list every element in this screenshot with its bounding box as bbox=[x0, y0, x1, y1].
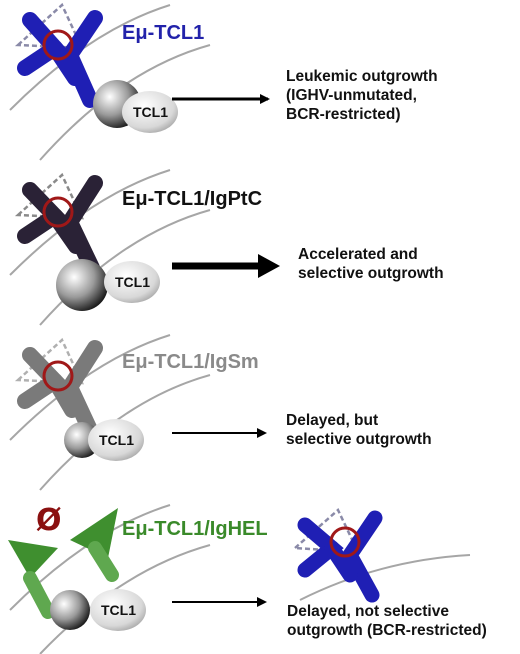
cell-membrane-inner bbox=[39, 544, 211, 654]
outcome-text: Leukemic outgrowth (IGHV-unmutated, BCR-… bbox=[286, 68, 442, 123]
binding-site-circle bbox=[329, 526, 361, 558]
outcome-text: Delayed, not selective outgrowth (BCR-re… bbox=[287, 603, 487, 639]
panel-title: Eμ-TCL1/IgSm bbox=[122, 351, 259, 373]
bcr-receptor bbox=[17, 10, 103, 108]
outcome-text: Delayed, but selective outgrowth bbox=[286, 412, 432, 448]
binding-site-circle bbox=[42, 360, 74, 392]
binding-site-circle bbox=[42, 196, 74, 228]
panel-1: TCL1 Eμ-TCL1 Leukemic outgrowth (IGHV-un… bbox=[9, 2, 442, 161]
tcl1-oval bbox=[88, 419, 144, 461]
panel-title: Eμ-TCL1/IgPtC bbox=[122, 188, 262, 210]
outcome-arrowhead bbox=[258, 254, 280, 278]
tcl1-label: TCL1 bbox=[115, 274, 150, 290]
tcl1-label: TCL1 bbox=[99, 432, 134, 448]
panel-title: Eμ-TCL1/IgHEL bbox=[122, 518, 268, 540]
hel-receptor-right bbox=[70, 508, 119, 582]
panel-title: Eμ-TCL1 bbox=[122, 22, 204, 44]
bcr-receptor bbox=[17, 340, 103, 438]
cell-membrane bbox=[9, 169, 171, 276]
cell-membrane bbox=[9, 334, 171, 441]
binding-site-circle bbox=[42, 29, 74, 61]
cytoplasm-sphere bbox=[50, 590, 90, 630]
hel-receptor-left bbox=[8, 540, 58, 619]
tcl1-oval bbox=[90, 589, 146, 631]
cell-membrane-inner bbox=[39, 209, 211, 326]
cytoplasm-sphere bbox=[56, 259, 108, 311]
tcl1-label: TCL1 bbox=[101, 602, 136, 618]
outcome-text: Accelerated and selective outgrowth bbox=[298, 246, 444, 282]
tcl1-oval bbox=[104, 261, 160, 303]
cell-membrane bbox=[9, 4, 171, 111]
secondary-membrane bbox=[299, 554, 471, 601]
panel-3: TCL1 Eμ-TCL1/IgSm Delayed, but selective… bbox=[9, 334, 432, 491]
tcl1-label: TCL1 bbox=[133, 104, 168, 120]
panel-4: Ø TCL1 Eμ-TCL1/IgHEL Delayed, not select… bbox=[8, 503, 487, 654]
tcl1-oval bbox=[122, 91, 178, 133]
cell-membrane-inner bbox=[39, 374, 211, 491]
panel-2: TCL1 Eμ-TCL1/IgPtC Accelerated and selec… bbox=[9, 169, 444, 326]
bcr-receptor bbox=[17, 175, 103, 276]
null-symbol: Ø bbox=[36, 503, 62, 538]
